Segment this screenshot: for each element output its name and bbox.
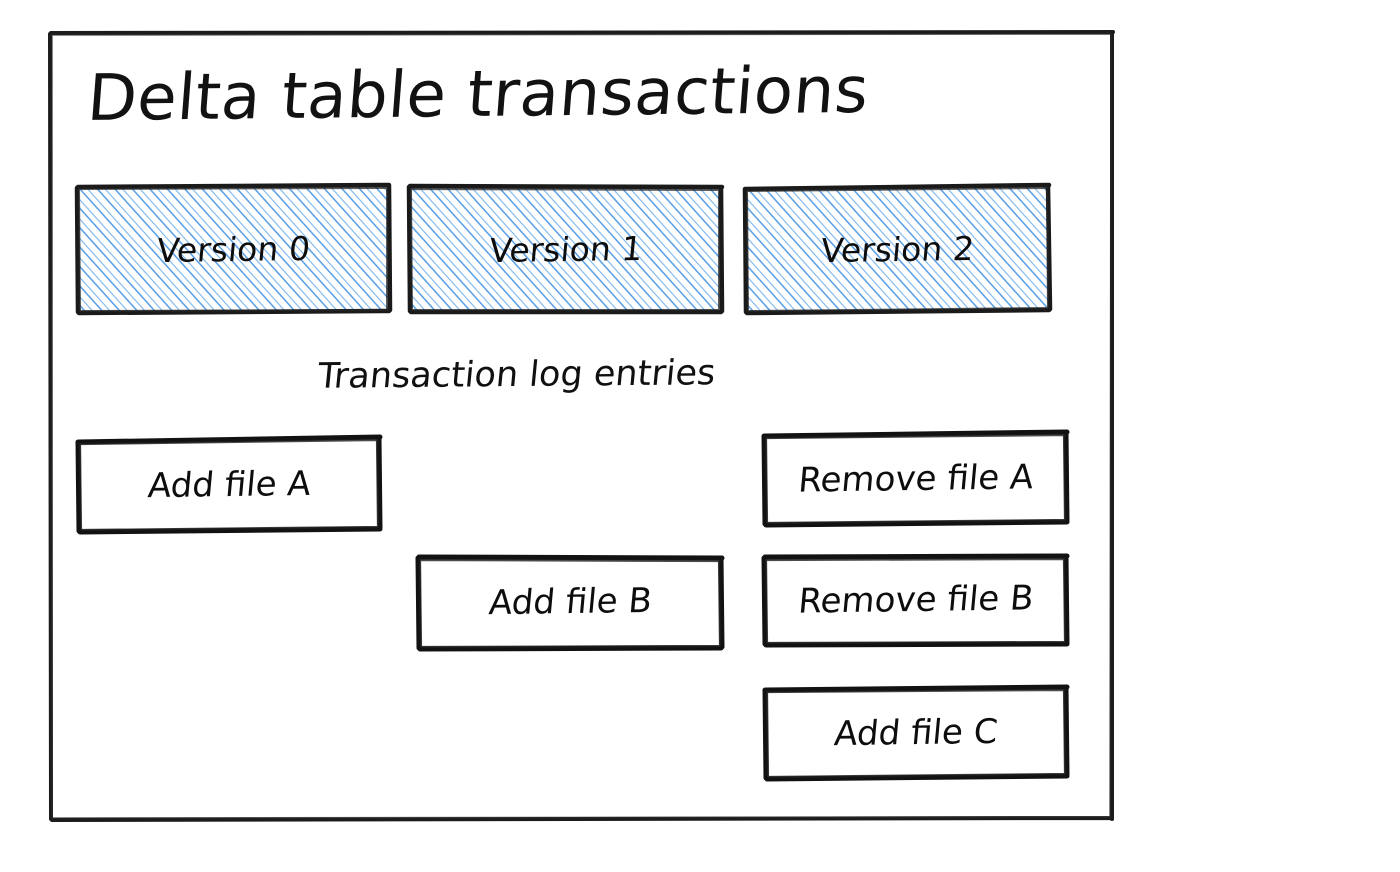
log-entry-add-file-a[interactable]: Add file A <box>75 434 383 535</box>
log-entry-remove-file-b[interactable]: Remove file B <box>761 553 1070 648</box>
page-title: Delta table transactions <box>84 53 872 137</box>
log-entry-add-file-a-sketch <box>75 434 383 535</box>
log-entry-add-file-b[interactable]: Add file B <box>415 554 725 652</box>
transaction-log-entries-label: Transaction log entries <box>315 353 718 397</box>
version-box-1[interactable]: Version 1 <box>406 183 725 315</box>
version-box-2-sketch <box>742 182 1053 316</box>
version-box-2[interactable]: Version 2 <box>742 182 1053 316</box>
log-entry-remove-file-b-sketch <box>761 553 1070 648</box>
version-box-1-sketch <box>406 183 725 315</box>
diagram-outer-frame <box>48 30 1115 822</box>
log-entry-remove-file-a-sketch <box>761 429 1070 528</box>
version-box-0[interactable]: Version 0 <box>74 182 393 316</box>
log-entry-remove-file-a[interactable]: Remove file A <box>761 429 1070 528</box>
outer-frame-sketch <box>48 30 1115 822</box>
log-entry-add-file-b-sketch <box>415 554 725 652</box>
log-entry-add-file-c-sketch <box>762 684 1070 782</box>
log-entry-add-file-c[interactable]: Add file C <box>762 684 1070 782</box>
version-box-0-sketch <box>74 182 393 316</box>
